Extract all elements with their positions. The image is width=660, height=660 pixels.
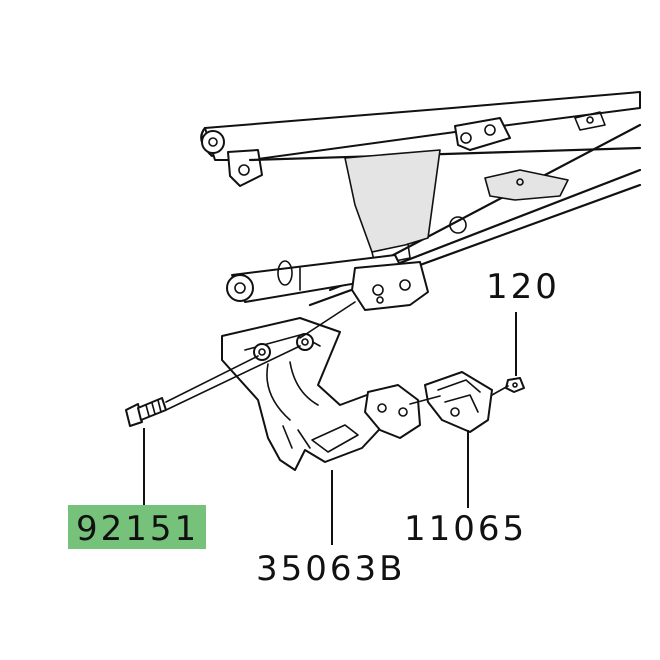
screw-92151 (125, 397, 167, 427)
mount-piece (364, 384, 421, 439)
frame-gusset-plate (344, 149, 569, 266)
part-label-35063B: 35063B (256, 549, 405, 589)
part-label-11065: 11065 (404, 509, 527, 549)
frame-mount-block (351, 261, 429, 311)
nut-120 (505, 377, 525, 393)
bracket-35063B (221, 317, 391, 471)
rubber-11065 (424, 371, 493, 433)
part-label-92151: 92151 (76, 509, 199, 549)
assembly-lines (165, 301, 509, 411)
leader-lines (143, 312, 517, 545)
part-label-highlight (68, 505, 206, 549)
part-label-120: 120 (486, 267, 560, 307)
frame-upper-tube (200, 91, 641, 187)
